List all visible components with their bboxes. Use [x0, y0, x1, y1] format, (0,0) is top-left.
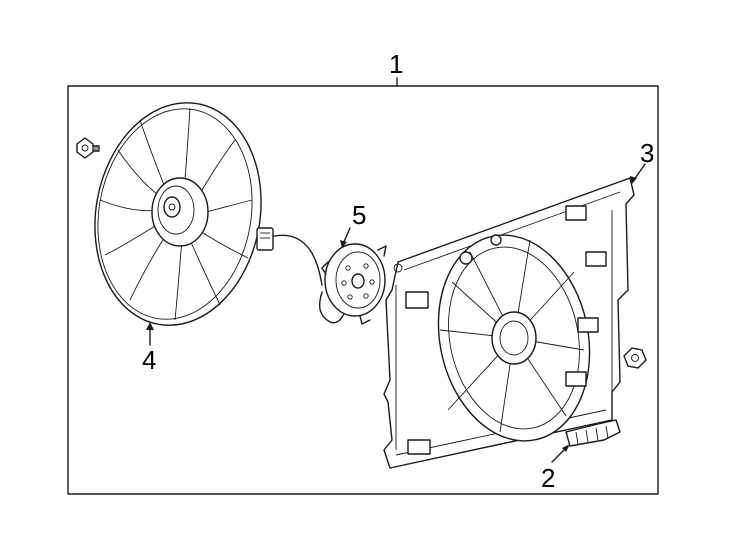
leader-line-2 [551, 447, 567, 463]
nut-part [623, 347, 647, 369]
callout-1: 1 [389, 49, 404, 79]
leader-line-3 [633, 163, 646, 181]
arrow-4 [146, 322, 154, 330]
bolt-part [76, 137, 100, 159]
callout-5: 5 [352, 200, 367, 230]
clip-part [565, 419, 621, 447]
callout-2: 2 [541, 463, 556, 493]
arrow-2 [562, 444, 570, 452]
fan-blade-part [94, 102, 262, 326]
callout-4: 4 [142, 345, 157, 375]
motor-part [256, 227, 387, 325]
shroud-part [383, 177, 635, 469]
arrow-3 [630, 176, 637, 184]
callout-3: 3 [640, 138, 655, 168]
assembly-frame [67, 85, 659, 495]
arrow-5 [340, 240, 347, 248]
